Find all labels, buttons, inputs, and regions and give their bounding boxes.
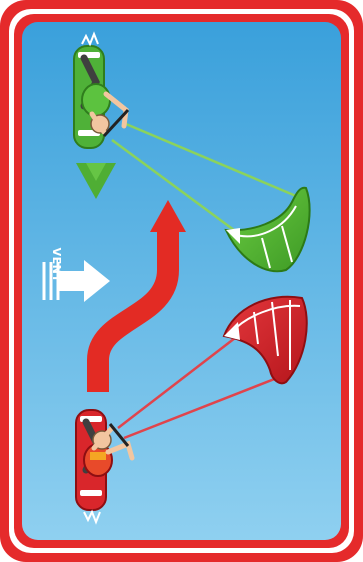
kite-priority-sign: VENT bbox=[0, 0, 363, 562]
sign-illustration: VENT bbox=[0, 0, 363, 562]
